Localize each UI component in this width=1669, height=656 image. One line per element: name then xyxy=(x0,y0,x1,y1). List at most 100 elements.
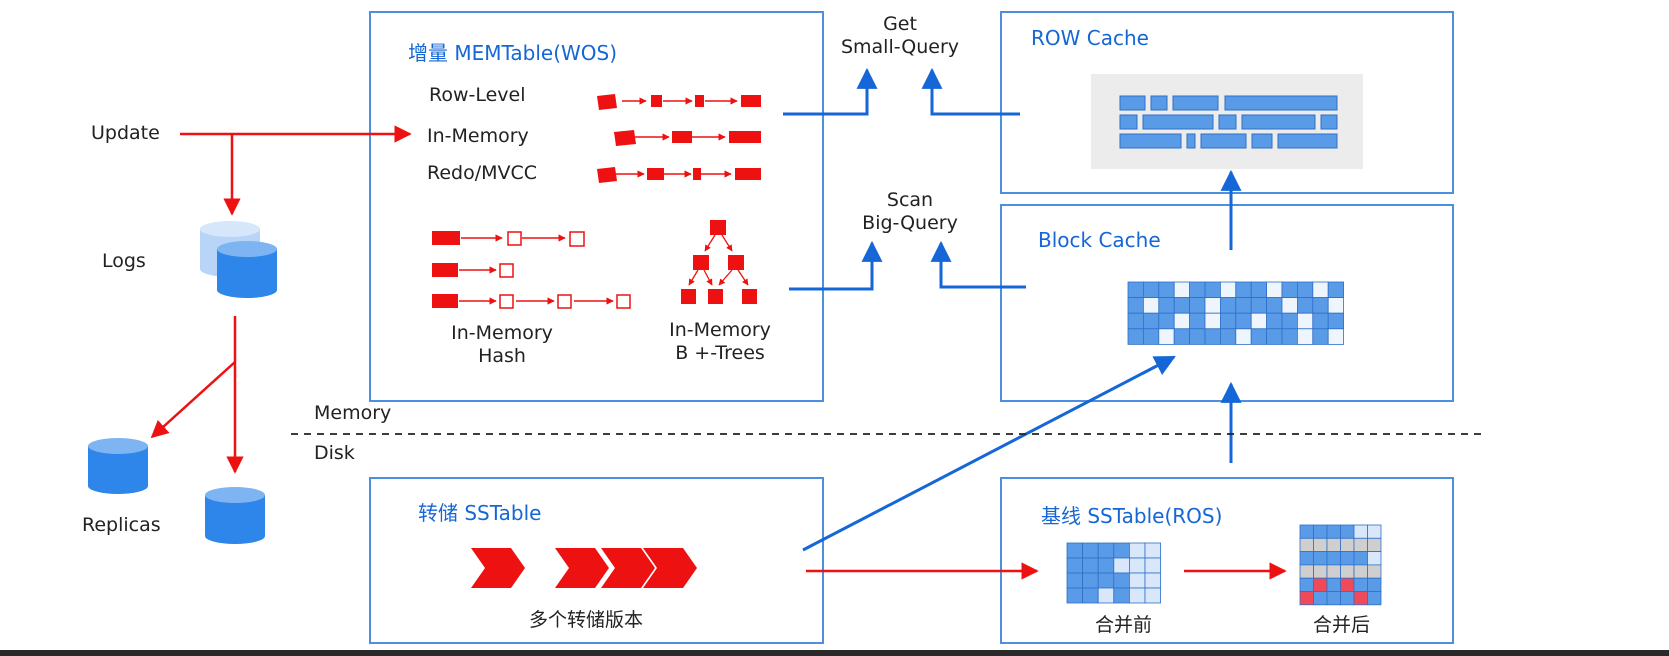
grid-cell xyxy=(1127,281,1144,299)
grid-cell xyxy=(1250,328,1267,345)
grid-cell xyxy=(1266,328,1283,345)
grid-cell xyxy=(1353,537,1368,552)
grid-cell xyxy=(1235,281,1252,299)
grid-cell xyxy=(1143,328,1160,345)
memory-label: Memory xyxy=(314,402,392,424)
grid-cell xyxy=(1066,572,1084,589)
grid-cell xyxy=(1327,312,1344,330)
grid-cell xyxy=(1327,281,1344,299)
grid-cell xyxy=(1367,591,1382,606)
grid-cell xyxy=(1129,587,1146,604)
grid-cell xyxy=(1129,542,1146,559)
grid-cell xyxy=(1313,524,1328,539)
grid-cell xyxy=(1189,328,1206,345)
merge-before-label: 合并前 xyxy=(1095,614,1153,636)
grid-cell xyxy=(1340,577,1355,592)
btree-label-line1: In-Memory xyxy=(669,319,771,341)
grid-cell xyxy=(1144,572,1162,589)
grid-cell xyxy=(1189,281,1206,299)
logs-database-icon xyxy=(200,221,277,298)
grid-cell xyxy=(1353,591,1368,606)
grid-cell xyxy=(1340,564,1355,579)
grid-cell xyxy=(1082,542,1099,559)
grid-cell xyxy=(1299,551,1314,566)
grid-cell xyxy=(1066,587,1084,604)
grid-cell xyxy=(1097,542,1115,559)
update-flow-arrows xyxy=(150,125,412,474)
memtable-box xyxy=(369,11,824,402)
merge-after-label: 合并后 xyxy=(1313,614,1371,636)
grid-cell xyxy=(1082,557,1099,574)
grid-cell xyxy=(1340,551,1355,566)
grid-cell xyxy=(1113,542,1130,559)
grid-cell xyxy=(1367,537,1382,552)
grid-cell xyxy=(1340,591,1355,606)
grid-cell xyxy=(1297,297,1314,314)
grid-cell xyxy=(1143,312,1160,330)
grid-cell xyxy=(1313,577,1328,592)
grid-cell xyxy=(1326,524,1341,539)
hash-label-line2: Hash xyxy=(478,344,526,367)
dump-version-chevrons xyxy=(471,548,697,588)
block-cache-grid xyxy=(1127,281,1344,345)
memtable-title: 增量 MEMTable(WOS) xyxy=(408,41,618,65)
replica-database-icon xyxy=(205,487,265,544)
grid-cell xyxy=(1367,551,1382,566)
dump-sstable-box xyxy=(369,477,824,644)
grid-cell xyxy=(1235,328,1252,345)
grid-cell xyxy=(1204,328,1221,345)
grid-cell xyxy=(1312,328,1329,345)
grid-cell xyxy=(1066,542,1084,559)
base-sstable-box xyxy=(1000,477,1454,644)
grid-cell xyxy=(1127,312,1144,330)
grid-cell xyxy=(1189,297,1206,314)
grid-cell xyxy=(1326,577,1341,592)
grid-cell xyxy=(1173,281,1190,299)
query-route-arrows xyxy=(783,67,1242,552)
grid-cell xyxy=(1082,572,1099,589)
grid-cell xyxy=(1299,577,1314,592)
grid-cell xyxy=(1113,557,1130,574)
grid-cell xyxy=(1312,281,1329,299)
grid-cell xyxy=(1313,537,1328,552)
grid-cell xyxy=(1297,281,1314,299)
grid-cell xyxy=(1189,312,1206,330)
grid-cell xyxy=(1281,328,1298,345)
grid-cell xyxy=(1173,328,1190,345)
get-query-line1: Get xyxy=(883,13,917,35)
grid-cell xyxy=(1367,564,1382,579)
grid-cell xyxy=(1097,572,1115,589)
scan-query-line1: Scan xyxy=(886,189,934,211)
grid-cell xyxy=(1326,591,1341,606)
replicas-label: Replicas xyxy=(82,514,161,536)
base-sstable-title: 基线 SSTable(ROS) xyxy=(1041,504,1223,528)
grid-cell xyxy=(1158,328,1175,345)
grid-cell xyxy=(1113,572,1130,589)
grid-cell xyxy=(1204,297,1221,314)
grid-cell xyxy=(1281,281,1298,299)
grid-cell xyxy=(1158,297,1175,314)
grid-cell xyxy=(1173,312,1190,330)
grid-cell xyxy=(1299,524,1314,539)
grid-cell xyxy=(1129,557,1146,574)
in-memory-label: In-Memory xyxy=(427,125,529,147)
merge-before-grid xyxy=(1066,542,1162,604)
dump-sstable-caption: 多个转储版本 xyxy=(529,609,644,631)
grid-cell xyxy=(1129,572,1146,589)
row-level-label: Row-Level xyxy=(429,84,526,106)
grid-cell xyxy=(1367,577,1382,592)
row-level-chain-icon xyxy=(597,94,761,183)
btree-label-line2: B +-Trees xyxy=(675,341,765,364)
grid-cell xyxy=(1113,587,1130,604)
merge-after-grid xyxy=(1299,524,1382,606)
row-cache-box xyxy=(1000,11,1454,194)
grid-cell xyxy=(1340,524,1355,539)
grid-cell xyxy=(1327,297,1344,314)
block-cache-title: Block Cache xyxy=(1038,228,1161,252)
grid-cell xyxy=(1220,312,1237,330)
hash-label: In-Memory Hash xyxy=(437,322,567,368)
row-cache-title: ROW Cache xyxy=(1031,26,1149,50)
grid-cell xyxy=(1158,281,1175,299)
